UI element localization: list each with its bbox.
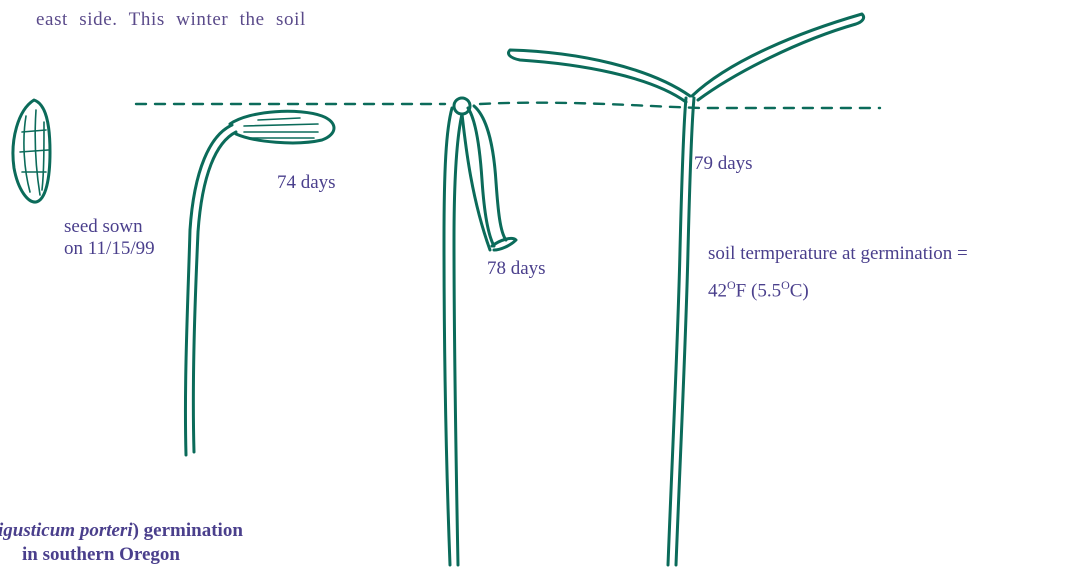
soil-temp-c-degree: O: [781, 278, 790, 292]
label-78-days: 78 days: [487, 258, 546, 281]
caption-italic: igusticum porteri: [0, 520, 133, 541]
label-74-days: 74 days: [277, 172, 336, 195]
soil-temp-f-unit: F (5.5: [736, 280, 781, 301]
soil-temp-f-degree: O: [727, 278, 736, 292]
header-text: east side. This winter the soil: [36, 9, 306, 32]
soil-temp-line1: soil termperature at germination =: [708, 243, 968, 266]
seedling-74-days: [185, 111, 334, 455]
caption-line2: in southern Oregon: [22, 544, 180, 567]
soil-temp-line2: 42OF (5.5OC): [708, 278, 809, 303]
seed-label-line1: seed sown: [64, 216, 143, 239]
label-79-days: 79 days: [694, 153, 753, 176]
soil-temp-c-unit: C): [790, 280, 809, 301]
caption-rest: ) germination: [133, 520, 243, 541]
seedling-79-days: [508, 14, 863, 565]
soil-surface-line: [136, 103, 880, 108]
caption-line1: igusticum porteri) germination: [0, 520, 243, 543]
seedling-78-days: [444, 98, 516, 565]
seed-icon: [13, 100, 50, 202]
seed-label-line2: on 11/15/99: [64, 238, 155, 261]
soil-temp-f-value: 42: [708, 280, 727, 301]
